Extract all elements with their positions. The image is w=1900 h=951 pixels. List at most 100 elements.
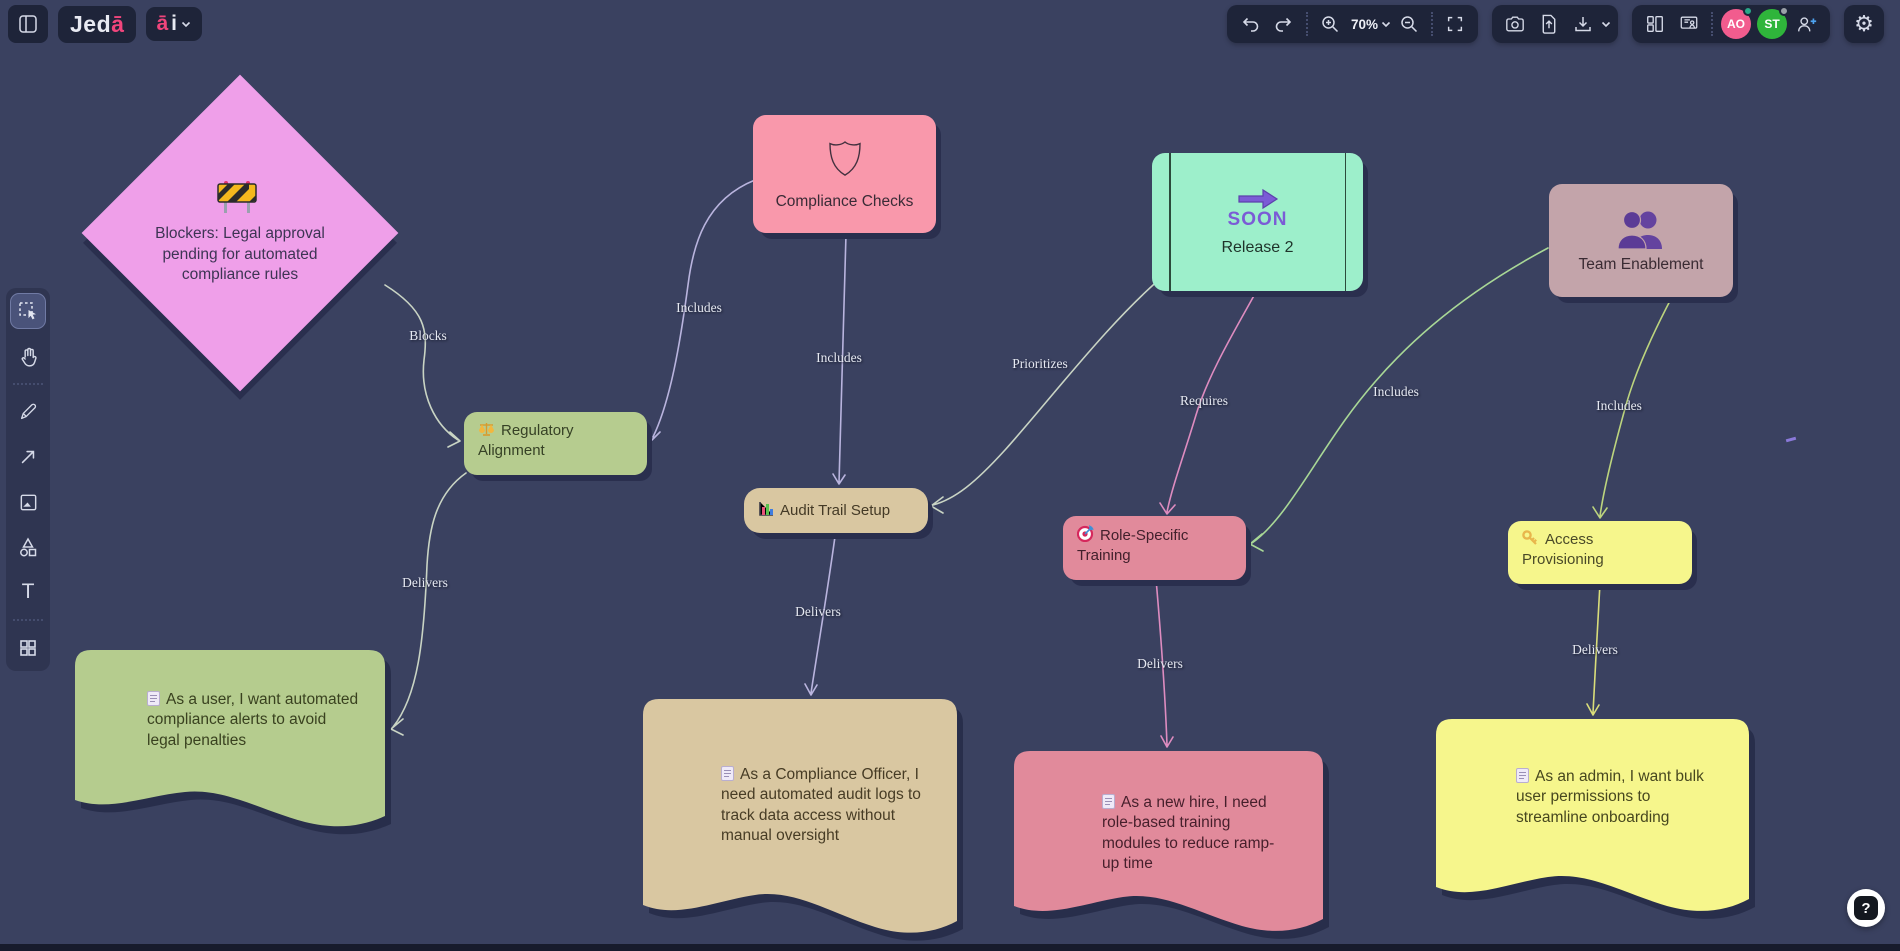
templates-grid-icon (20, 640, 36, 656)
export-panel (1492, 5, 1618, 43)
edge-includes-role[interactable] (1249, 247, 1549, 552)
help-button[interactable]: ? (1847, 889, 1885, 927)
chevron-down-icon[interactable] (1600, 18, 1612, 30)
sidebar-toggle-button[interactable] (8, 5, 48, 43)
fit-screen-button[interactable] (1438, 8, 1472, 40)
note-text: As a new hire, I need role-based trainin… (1102, 794, 1275, 873)
jeda-logo[interactable]: Jedā (58, 5, 137, 43)
download-button[interactable] (1566, 8, 1600, 40)
note-new-hire[interactable]: As a new hire, I need role-based trainin… (1014, 751, 1323, 937)
zoom-level[interactable]: 70% (1350, 16, 1378, 32)
edge-label-delivers-2: Delivers (795, 604, 841, 619)
separator (13, 619, 43, 621)
process-bar-right (1344, 153, 1346, 291)
zoom-in-icon (1322, 16, 1338, 33)
present-button[interactable] (1672, 8, 1706, 40)
arrow-icon (21, 450, 35, 464)
node-release-2[interactable]: SOON Release 2 (1152, 153, 1363, 291)
edge-label-requires: Requires (1180, 393, 1228, 408)
note-compliance-officer[interactable]: As a Compliance Officer, I need automate… (643, 699, 957, 939)
node-access-provisioning[interactable]: Access Provisioning (1508, 521, 1692, 584)
redo-button[interactable] (1267, 8, 1301, 40)
chevron-down-icon[interactable] (1380, 18, 1392, 30)
tool-pen[interactable] (10, 394, 46, 430)
invite-user-button[interactable] (1790, 8, 1824, 40)
edge-label-includes-4: Includes (1596, 398, 1642, 413)
tool-image[interactable] (10, 484, 46, 520)
node-audit-trail-setup[interactable]: Audit Trail Setup (744, 488, 928, 533)
edge-prioritizes[interactable] (930, 271, 1169, 514)
zoom-in-button[interactable] (1313, 8, 1347, 40)
edge-label-includes-1: Includes (676, 300, 722, 315)
document-emoji (147, 691, 160, 706)
undo-button[interactable] (1233, 8, 1267, 40)
settings-panel: ⚙ (1844, 5, 1884, 43)
tool-connector[interactable] (10, 439, 46, 475)
scales-emoji (479, 423, 494, 436)
edge-label-delivers-4: Delivers (1572, 642, 1618, 657)
tool-hand[interactable] (10, 338, 46, 374)
edge-includes-audit[interactable] (832, 233, 847, 485)
edge-delivers-officer[interactable] (804, 528, 837, 696)
edge-requires[interactable] (1159, 291, 1257, 515)
edge-label-includes-3: Includes (1373, 384, 1419, 399)
edge-label-delivers-1: Delivers (402, 575, 448, 590)
edge-delivers-admin[interactable] (1586, 582, 1601, 716)
chevron-down-icon (181, 21, 191, 28)
select-icon (19, 302, 36, 320)
node-role-specific-training[interactable]: Role-Specific Training (1063, 516, 1246, 580)
node-blockers-diamond[interactable]: Blockers: Legal approval pending for aut… (81, 74, 399, 392)
edge-blocks[interactable] (384, 284, 461, 448)
node-regulatory-alignment[interactable]: Regulatory Alignment (464, 412, 647, 475)
node-team-enablement[interactable]: Team Enablement (1549, 184, 1733, 297)
wavy-note-shape (643, 699, 957, 933)
tool-text[interactable]: T (10, 574, 46, 610)
shapes-icon (20, 537, 37, 557)
target-emoji (1077, 525, 1094, 542)
edge-delivers-newhire[interactable] (1155, 578, 1174, 748)
node-label: Role-Specific Training (1077, 527, 1189, 564)
tool-templates[interactable] (10, 630, 46, 666)
wavy-note-shape (1014, 751, 1323, 931)
camera-icon (1506, 16, 1524, 32)
screenshot-button[interactable] (1498, 8, 1532, 40)
node-label: Release 2 (1221, 239, 1294, 256)
soon-emoji (1237, 188, 1278, 210)
tool-select[interactable] (10, 293, 46, 329)
bottom-edge-strip (0, 944, 1900, 951)
avatar[interactable]: AO (1721, 6, 1753, 39)
add-person-icon (1798, 17, 1817, 32)
node-compliance-checks[interactable]: Compliance Checks (753, 115, 936, 233)
edge-label-prioritizes: Prioritizes (1012, 356, 1068, 371)
edge-delivers-user-story[interactable] (390, 472, 467, 736)
note-admin[interactable]: As an admin, I want bulk user permission… (1436, 719, 1749, 919)
note-text: As a Compliance Officer, I need automate… (721, 766, 921, 845)
redo-icon (1275, 17, 1292, 32)
share-export-button[interactable] (1532, 8, 1566, 40)
edge-includes-access[interactable] (1592, 296, 1673, 519)
shield-icon (828, 141, 861, 176)
question-mark-icon: ? (1854, 896, 1878, 920)
layout-button[interactable] (1638, 8, 1672, 40)
settings-button[interactable]: ⚙ (1847, 8, 1881, 40)
edge-includes-regulatory[interactable] (645, 179, 756, 441)
edge-label-includes-2: Includes (816, 350, 862, 365)
tool-shapes[interactable] (10, 529, 46, 565)
node-label: Access Provisioning (1522, 531, 1604, 568)
key-emoji (1522, 530, 1537, 545)
zoom-out-button[interactable] (1392, 8, 1426, 40)
zoom-out-icon (1401, 16, 1418, 33)
avatar[interactable]: ST (1757, 6, 1789, 39)
document-emoji (1516, 768, 1529, 783)
tool-sidebar: T (6, 288, 50, 671)
edge-label-delivers-3: Delivers (1137, 656, 1183, 671)
fullscreen-icon (1447, 16, 1463, 32)
note-user-story[interactable]: As a user, I want automated compliance a… (75, 650, 385, 832)
pen-icon (20, 403, 37, 420)
download-icon (1575, 17, 1591, 32)
sidebar-toggle-icon (19, 15, 37, 33)
note-text: As an admin, I want bulk user permission… (1516, 768, 1704, 826)
node-label: Audit Trail Setup (780, 501, 891, 519)
